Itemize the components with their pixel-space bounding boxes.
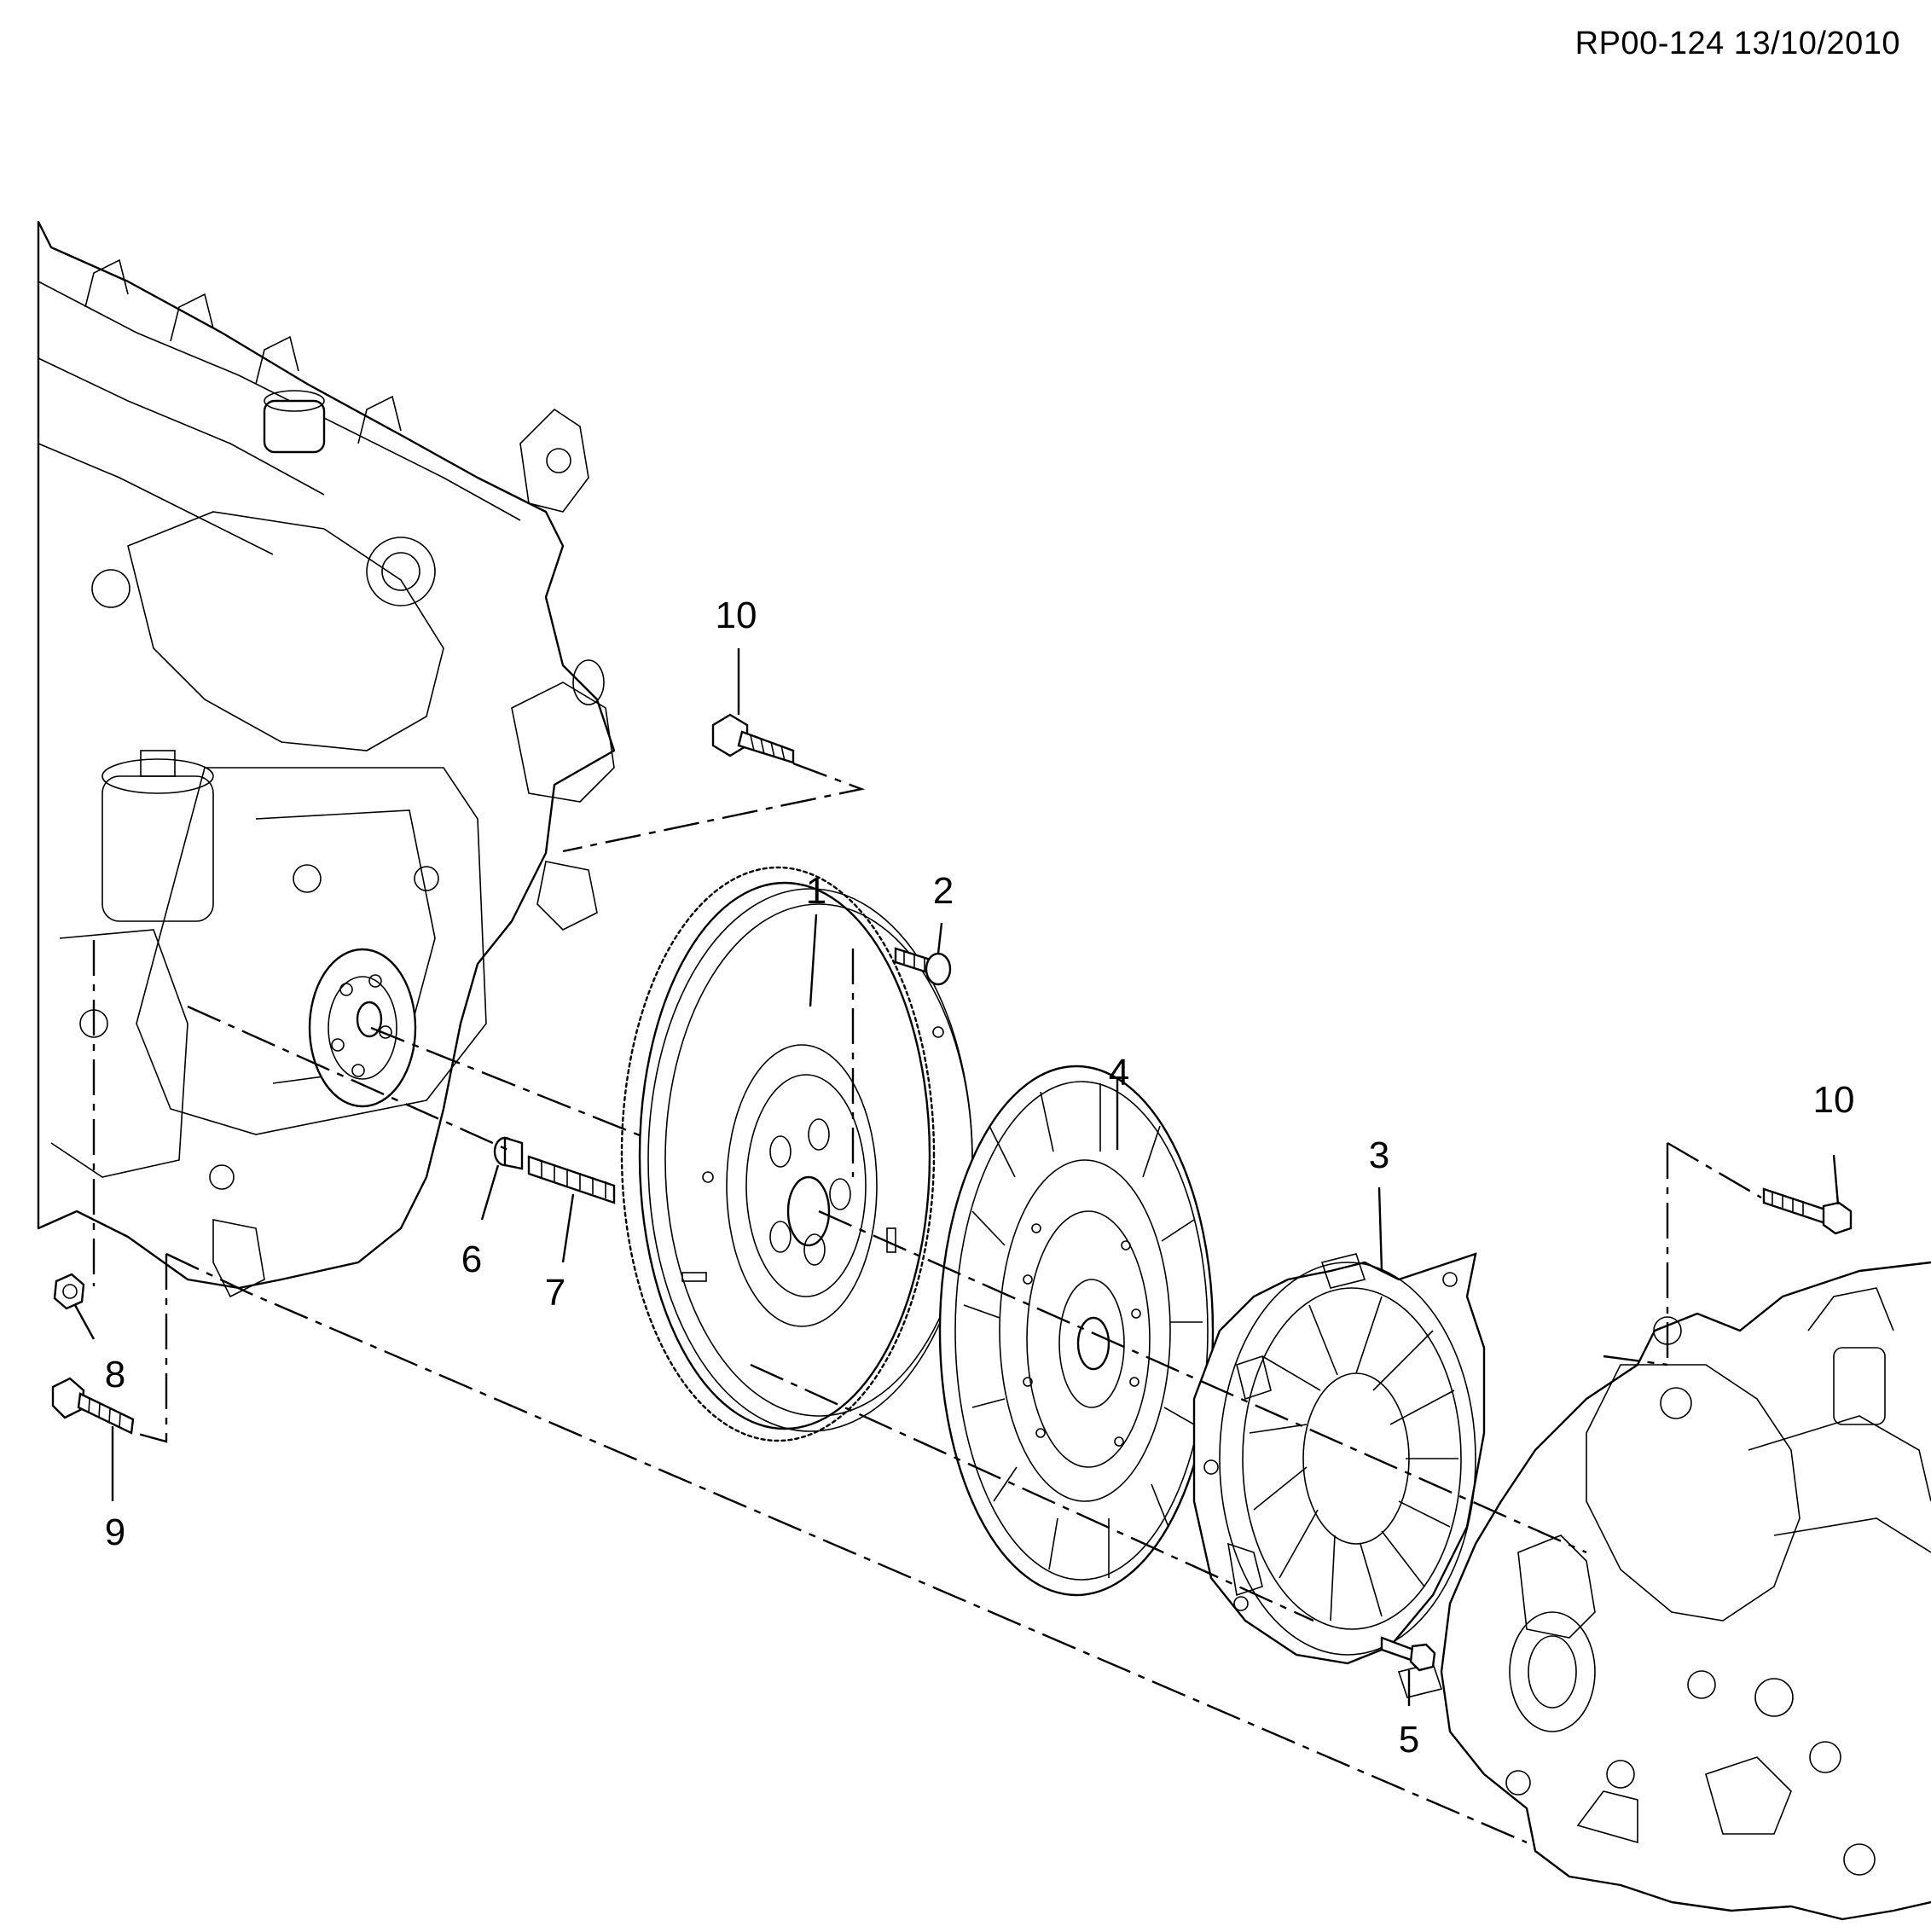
callout-8: 8 [104,1354,126,1395]
bolt-9 [51,1377,135,1435]
dowel-6 [493,1136,524,1170]
callout-5: 5 [1398,1719,1420,1761]
callout-1: 1 [805,870,827,912]
engine-block [37,220,616,1298]
clutch-disc [938,1065,1215,1597]
transmission-housing [1440,1261,1931,1921]
alignment-lines [92,762,1762,1844]
leader-lines [73,648,1840,1706]
callout-3: 3 [1368,1134,1390,1176]
callout-9: 9 [104,1511,126,1553]
callout-10-upper: 10 [715,595,757,636]
drawing-reference-code: RP00-124 13/10/2010 [1574,26,1900,61]
bolt-7 [527,1155,616,1204]
bolt-2 [894,947,952,986]
bolt-5 [1380,1636,1436,1672]
callout-10-lower: 10 [1812,1079,1855,1121]
pressure-plate [1192,1252,1486,1698]
flywheel [620,866,973,1442]
callout-6: 6 [461,1239,483,1280]
callout-2: 2 [932,870,954,912]
callout-7: 7 [544,1272,566,1314]
callout-4: 4 [1108,1052,1130,1094]
nut-8 [53,1273,85,1310]
bolt-10-upper [711,713,795,764]
